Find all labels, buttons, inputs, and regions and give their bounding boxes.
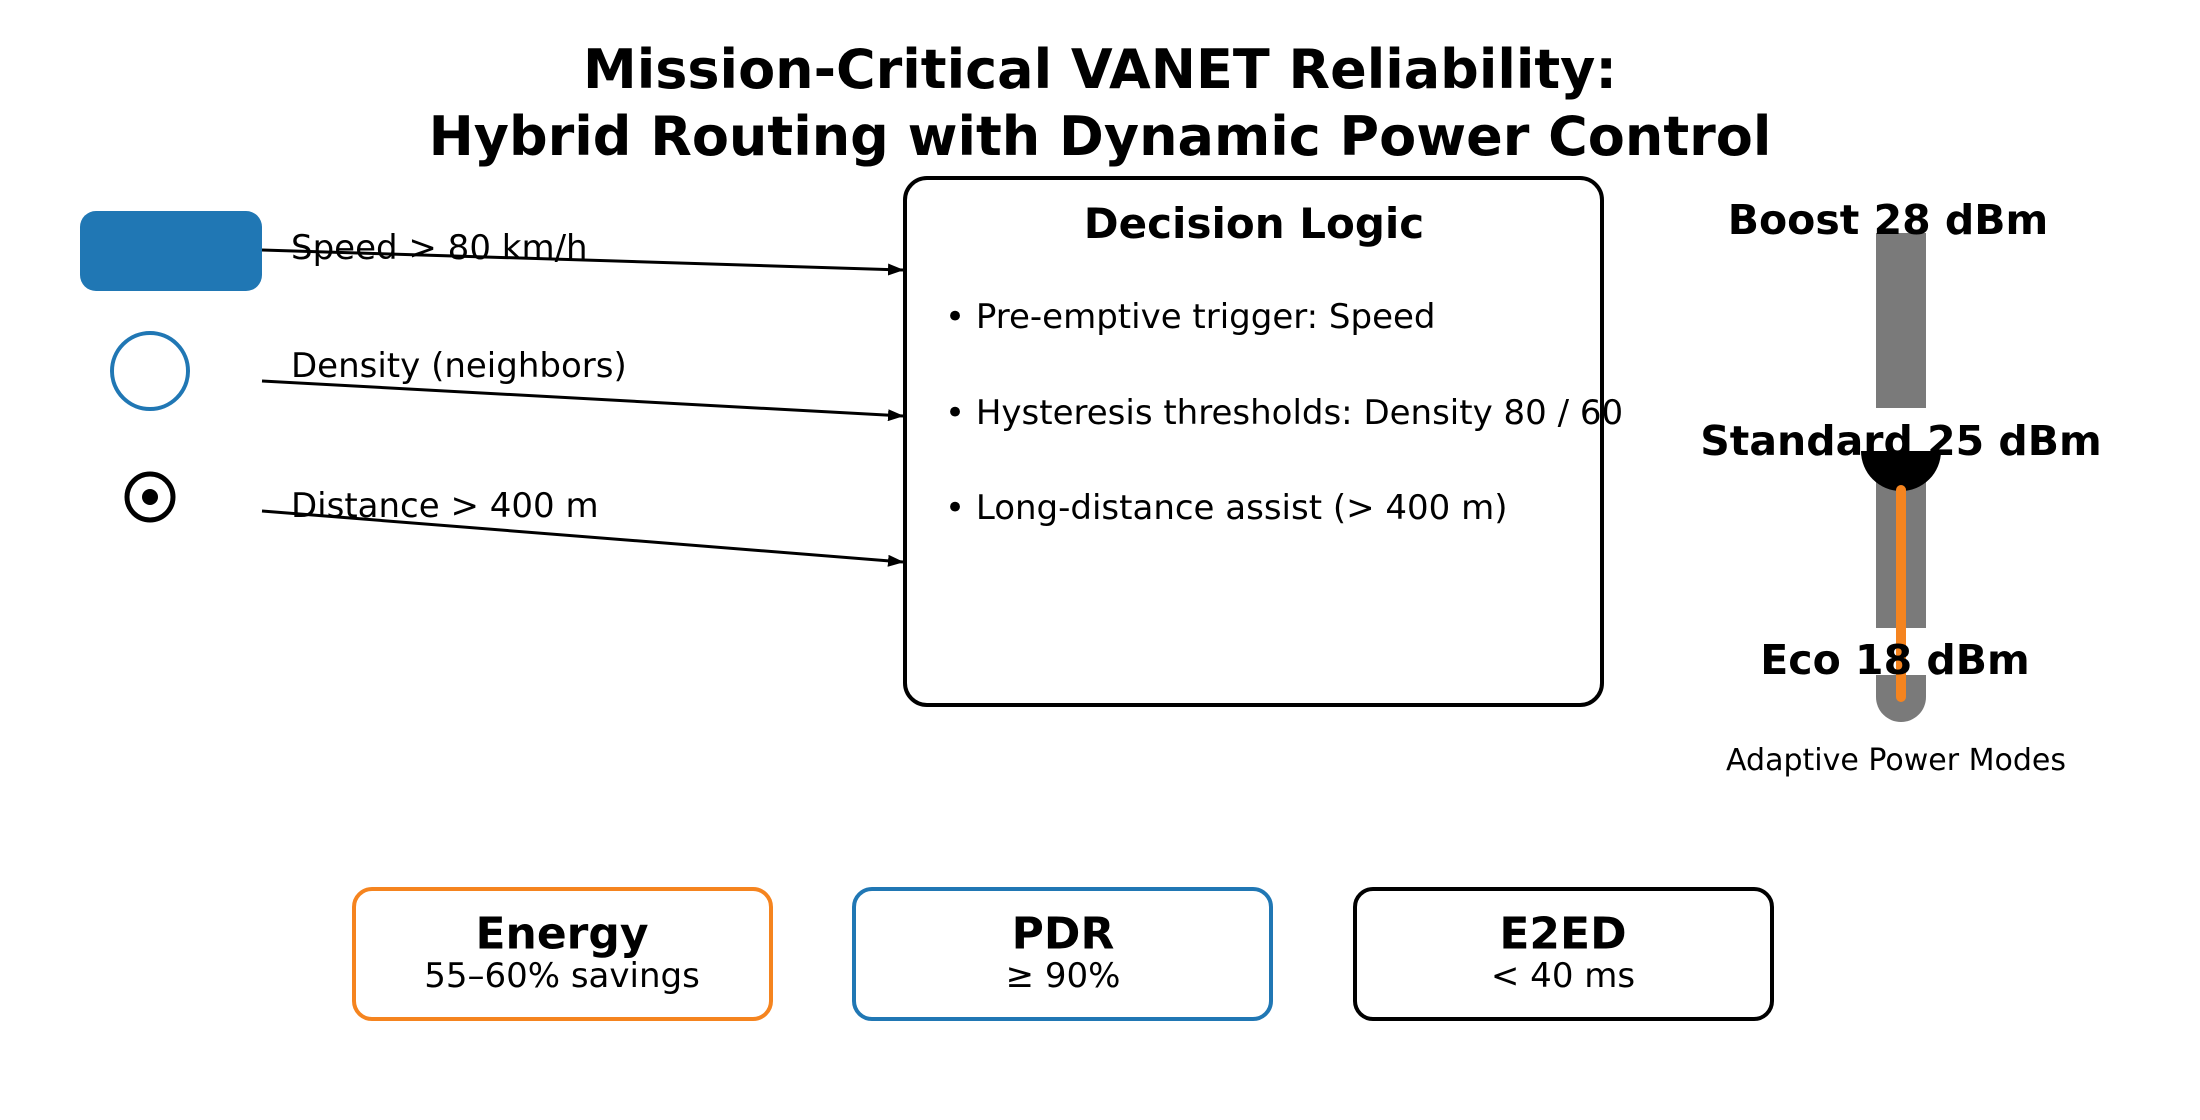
energy-metric-value: 55–60% savings xyxy=(424,956,700,996)
energy-metric-box xyxy=(352,887,773,1021)
gauge-pivot-icon xyxy=(1861,451,1941,491)
pdr-metric-box xyxy=(852,887,1273,1021)
power-modes-caption: Adaptive Power Modes xyxy=(1726,743,2066,778)
power-mode-boost: Boost 28 dBm xyxy=(1728,196,2049,244)
speed-arrow xyxy=(261,248,904,276)
density-arrow xyxy=(261,379,904,422)
energy-metric-name: Energy xyxy=(475,909,648,960)
speed-rounded-rectangle-icon xyxy=(80,211,262,291)
distance-target-icon xyxy=(124,471,176,523)
pdr-metric-value: ≥ 90% xyxy=(1006,956,1121,996)
boost-power-bar xyxy=(1876,233,1926,408)
decision-bullet-3: • Long-distance assist (> 400 m) xyxy=(945,488,1508,528)
decision-bullet-2: • Hysteresis thresholds: Density 80 / 60 xyxy=(945,393,1623,433)
e2ed-metric-name: E2ED xyxy=(1499,909,1626,960)
power-mode-standard: Standard 25 dBm xyxy=(1700,417,2102,465)
distance-target-dot-icon xyxy=(142,489,158,505)
title-line-1: Mission-Critical VANET Reliability: xyxy=(583,38,1617,101)
e2ed-metric-box xyxy=(1353,887,1774,1021)
decision-logic-box xyxy=(903,176,1604,707)
decision-bullet-1: • Pre-emptive trigger: Speed xyxy=(945,297,1436,337)
pdr-metric-name: PDR xyxy=(1012,909,1115,960)
input-label-density: Density (neighbors) xyxy=(291,346,627,386)
distance-arrow xyxy=(261,509,904,567)
e2ed-metric-value: < 40 ms xyxy=(1491,956,1635,996)
power-mode-eco: Eco 18 dBm xyxy=(1760,636,2029,684)
input-label-distance: Distance > 400 m xyxy=(291,486,599,526)
density-ring-icon xyxy=(110,331,190,411)
title-line-2: Hybrid Routing with Dynamic Power Contro… xyxy=(429,105,1772,168)
decision-logic-title: Decision Logic xyxy=(1084,199,1424,248)
input-label-speed: Speed > 80 km/h xyxy=(291,228,588,268)
